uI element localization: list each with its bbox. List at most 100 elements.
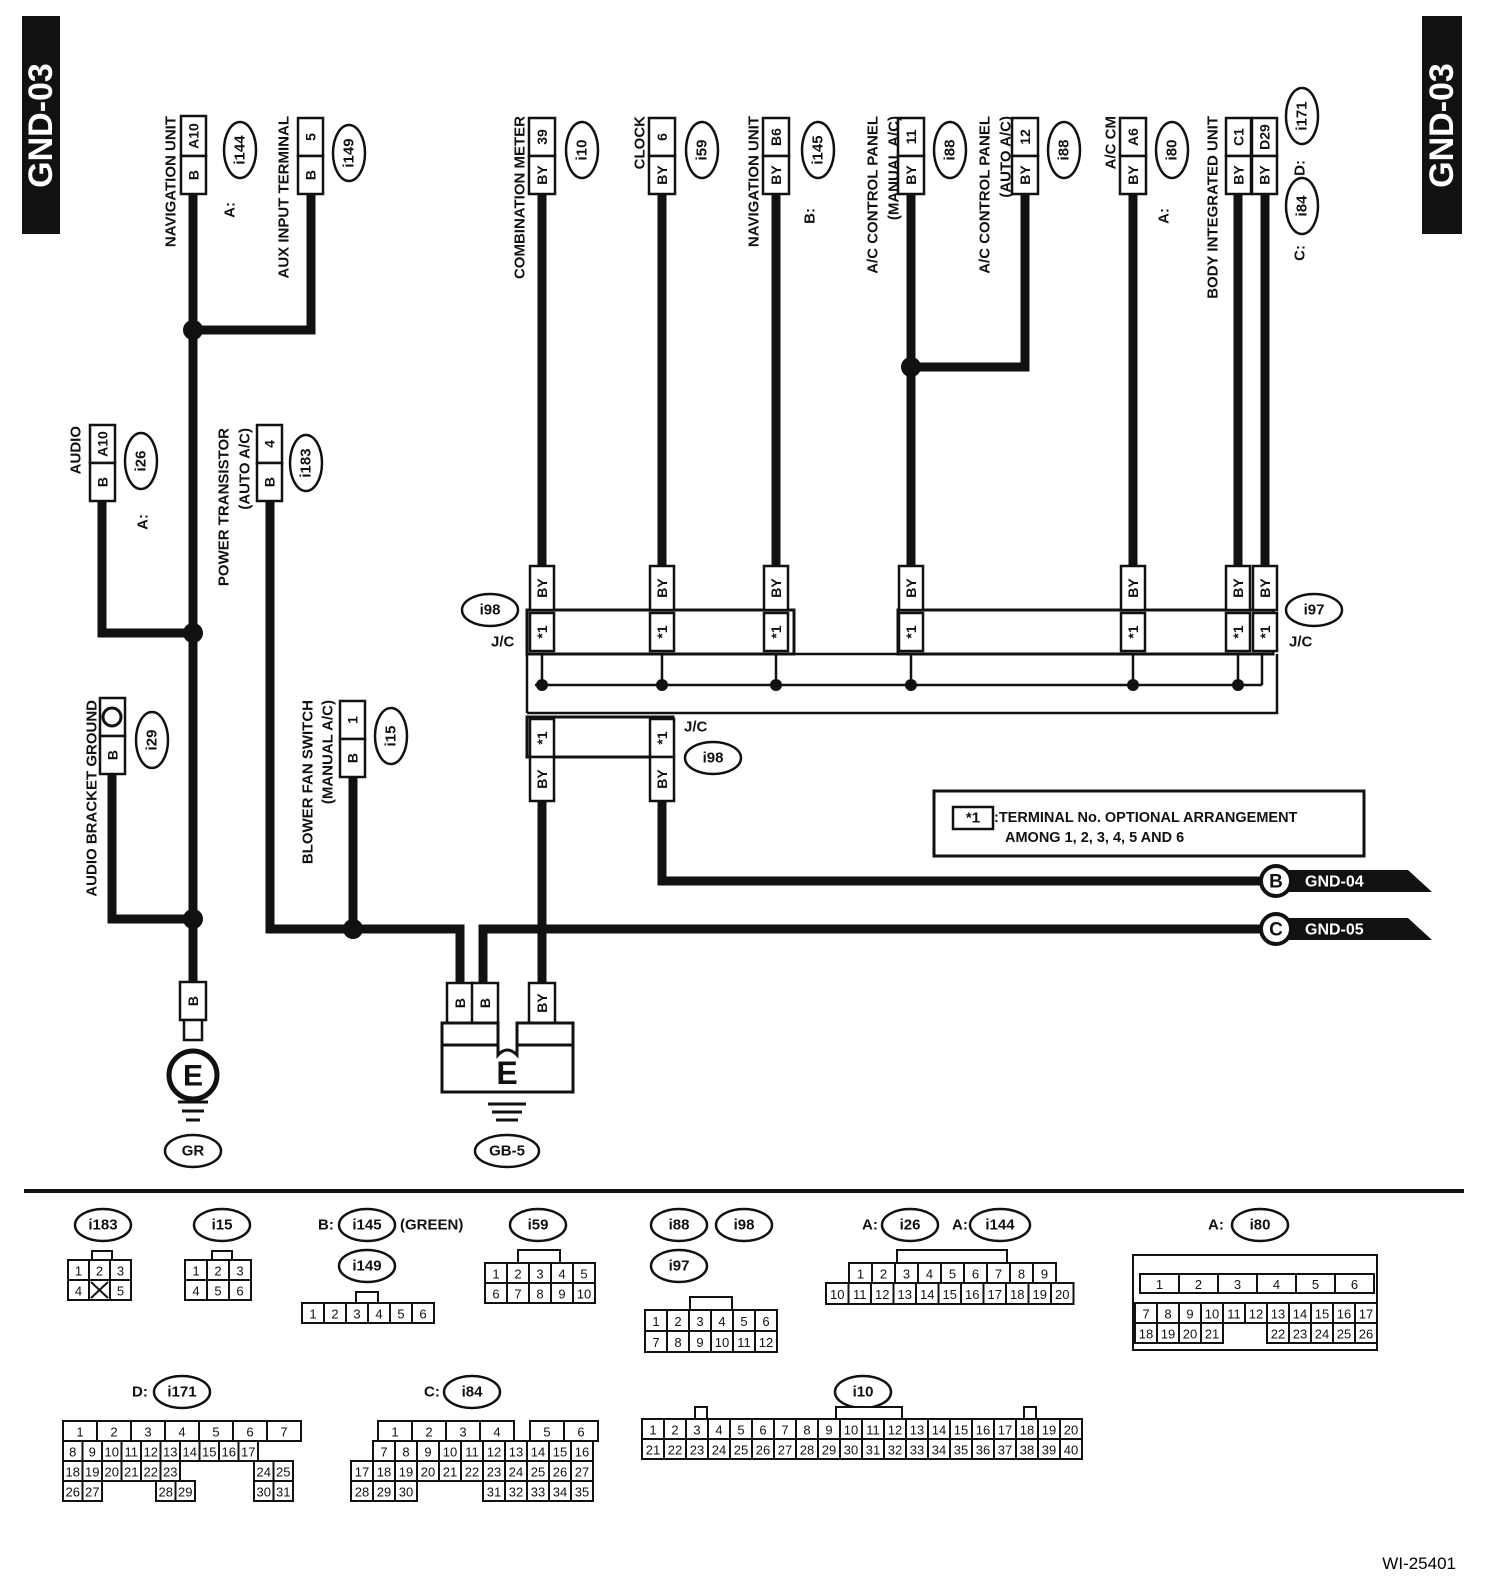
aux-wire-box-text: B [303, 170, 319, 180]
cv-i171-row1-pin-number: 7 [280, 1425, 287, 1440]
cv-i171-row2-pin-number: 14 [183, 1445, 197, 1460]
junction-dot [901, 357, 921, 377]
pt-pin-box-text: 4 [262, 440, 278, 448]
bus-dot-biu-c [1232, 679, 1244, 691]
wire-audio [97, 490, 193, 638]
cv-i144-row2-pin-number: 15 [943, 1287, 957, 1302]
cv-i171-oval-ring [152, 1374, 212, 1410]
aca-sub: (AUTO A/C) [998, 116, 1015, 198]
wire-gnd-05 [478, 924, 1276, 985]
cv-i80-row2-pin-number: 17 [1359, 1307, 1373, 1322]
diagram-tab-right: GND-03 [1422, 16, 1462, 234]
wire-ac-auto [911, 195, 1030, 372]
bfs-pin-box-box [338, 699, 367, 741]
clock-pin-box-box [647, 116, 677, 158]
cv-i149-grid-pin-number: 6 [419, 1307, 426, 1322]
cv-i171-row3a-pin-number: 18 [66, 1465, 80, 1480]
cv-i84-oval-ring [442, 1374, 502, 1410]
gb-wire-b-2-text: B [477, 998, 493, 1008]
cv-i80-row3b-pin-number: 25 [1337, 1327, 1351, 1342]
cv-i10-grid-pin-number: 11 [866, 1423, 880, 1438]
cv-i84-row3-pin-number: 23 [487, 1465, 501, 1480]
cv-i84-row2-pin-number: 12 [487, 1445, 501, 1460]
cv-i80-row3a-pin-number: 18 [1139, 1327, 1153, 1342]
cv-i10-grid-pin-number: 22 [668, 1443, 682, 1458]
nav-a-wire-box-text: B [186, 170, 202, 180]
offpage-target-B: GND-04 [1305, 874, 1364, 891]
cv-i84-row2-pin-number: 11 [465, 1445, 479, 1460]
cv-i171-row2-pin-number: 12 [144, 1445, 158, 1460]
aca-label: A/C CONTROL PANEL [977, 116, 994, 274]
cv-i149-grid-pin-number: 3 [353, 1307, 360, 1322]
cv-i97-grid-pin-number: 6 [762, 1314, 769, 1329]
jc-pin-box-clock-text: *1 [654, 625, 670, 638]
accm-wire-box: BY [1118, 154, 1148, 196]
aux-conn-oval-text: i149 [341, 138, 358, 167]
pt-sub: (AUTO A/C) [237, 428, 254, 510]
cv-i59-grid-pin-number: 8 [536, 1287, 543, 1302]
gb-block-letter: E [496, 1055, 517, 1091]
aca-pin-box-text: 12 [1017, 129, 1033, 145]
biu-c-wire-box: BY [1224, 154, 1253, 196]
pt-conn-oval: i183 [288, 433, 324, 493]
cm-conn-oval: i10 [564, 120, 600, 180]
jc-by-box-nav-b: BY [762, 564, 790, 612]
nav-a-label: NAVIGATION UNIT [163, 116, 180, 247]
cv-i84-row3-pin-number: 24 [509, 1465, 523, 1480]
cv-i171-row2-pin-number: 10 [105, 1445, 119, 1460]
offpage-arrow-C [1276, 918, 1432, 940]
cv-i10-grid-pin-number: 38 [1020, 1443, 1034, 1458]
cv-i183-oval-text: i183 [88, 1217, 117, 1234]
cv-i144-row2-pin-number: 14 [920, 1287, 934, 1302]
cv-i84-row3-pin-number: 25 [531, 1465, 545, 1480]
cv-i10-grid-pin-number: 19 [1042, 1423, 1056, 1438]
aca-conn-oval: i88 [1046, 120, 1082, 180]
jc-by-box-clock-box [648, 564, 676, 612]
gr-stub [182, 1018, 204, 1042]
cv-i10-grid-pin-number: 24 [712, 1443, 726, 1458]
bus-dot-ac-cm [1127, 679, 1139, 691]
cv-i144-row1-pin-number: 5 [949, 1267, 956, 1282]
navb-conn-oval-ring [800, 120, 836, 180]
cv-i171-row4a-cell [81, 1480, 103, 1502]
cm-pin-box: 39 [527, 116, 557, 158]
jc-pin-box-combination-meter-text: *1 [534, 625, 550, 638]
offpage-arrow-B [1276, 870, 1432, 892]
jc-lower-by-1-text: BY [534, 769, 550, 789]
jc-i98-lower-oval-text: i98 [703, 750, 724, 767]
cv-i97-grid-pin-number: 5 [740, 1314, 747, 1329]
cv-i149-oval: i149 [337, 1248, 397, 1284]
cv-i84-prefix: C: [424, 1384, 440, 1401]
cv-i84-row4b-pin-number: 33 [531, 1485, 545, 1500]
jc-lower-pin-2: *1 [648, 717, 676, 759]
cv-i59-key [517, 1249, 561, 1264]
bfs-pin-box: 1 [338, 699, 367, 741]
cv-i144-oval-text: i144 [985, 1217, 1015, 1234]
cv-i97-oval-text: i97 [669, 1258, 690, 1275]
cv-i84-row1a-pin-number: 2 [425, 1425, 432, 1440]
audio-pin-box: A10 [88, 423, 117, 465]
acm-wire-box-box [896, 154, 926, 196]
cv-i84-row4b-pin-number: 32 [509, 1485, 523, 1500]
cv-i10-grid-cell [1059, 1438, 1083, 1460]
cv-i171-row2-pin-number: 8 [69, 1445, 76, 1460]
navb-wire-box-text: BY [768, 165, 784, 185]
cv-i80-row3b-pin-number: 22 [1271, 1327, 1285, 1342]
pt-pin-box: 4 [255, 423, 284, 465]
cv-i171-row4b-pin-number: 29 [178, 1485, 192, 1500]
jc-lower-by-2-text: BY [654, 769, 670, 789]
cv-i171-row2-pin-number: 15 [202, 1445, 216, 1460]
biu-d-conn-oval: i171 [1284, 86, 1320, 146]
cv-i144-row2-pin-number: 19 [1033, 1287, 1047, 1302]
accm-label: A/C CM [1103, 116, 1120, 169]
cv-i171-row1-pin-number: 3 [144, 1425, 151, 1440]
cv-i144-prefix: A: [952, 1217, 968, 1234]
gb-wire-b-1-text: B [452, 998, 468, 1008]
clock-label: CLOCK [632, 116, 649, 169]
